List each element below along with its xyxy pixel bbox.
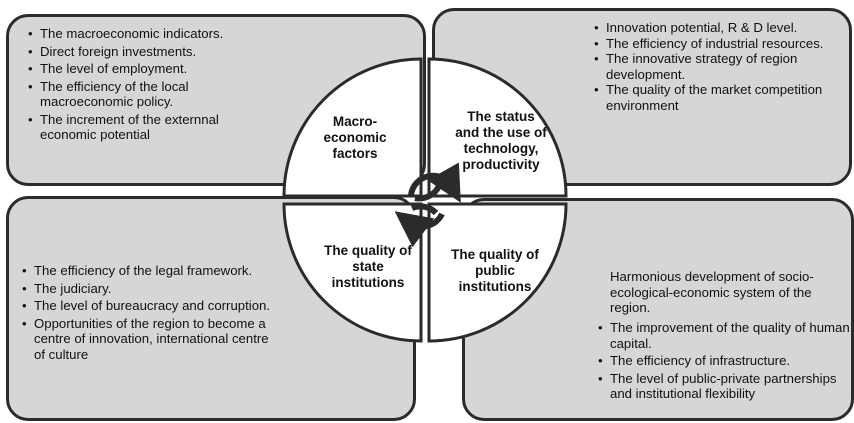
list-item: Opportunities of the region to become a … — [20, 316, 282, 363]
list-item: The macroeconomic indicators. — [26, 26, 276, 42]
list-item: The efficiency of the legal framework. — [20, 263, 282, 279]
quadrant-top-left — [282, 57, 423, 198]
list-item: The level of bureaucracy and corruption. — [20, 298, 282, 314]
quadrant-bottom-left — [282, 202, 423, 343]
list-item: The level of employment. — [26, 61, 276, 77]
list-item: The efficiency of industrial resources. — [592, 36, 847, 52]
list-item: The improvement of the quality of human … — [596, 320, 851, 351]
list-public-institutions: The improvement of the quality of human … — [596, 320, 851, 404]
list-item: The efficiency of infrastructure. — [596, 353, 851, 369]
list-item: The innovative strategy of region develo… — [592, 51, 847, 82]
quadrant-label-macroeconomic: Macro- economic factors — [323, 114, 387, 161]
list-item: The judiciary. — [20, 281, 282, 297]
intro-text-public-institutions: Harmonious development of socio-ecologic… — [610, 269, 814, 315]
cycle-arrows-icon — [394, 162, 461, 248]
list-technology: Innovation potential, R & D level. The e… — [592, 20, 847, 113]
list-item: Innovation potential, R & D level. — [592, 20, 847, 36]
list-macroeconomic: The macroeconomic indicators. Direct for… — [26, 26, 276, 145]
quadrant-bottom-right — [427, 202, 568, 343]
list-state-institutions: The efficiency of the legal framework. T… — [20, 263, 282, 364]
quadrant-top-right — [427, 57, 568, 198]
list-item: The efficiency of the local macroeconomi… — [26, 79, 276, 110]
list-item: The level of public-private partnerships… — [596, 371, 851, 402]
quadrant-label-public-institutions: The quality of public institutions — [451, 247, 539, 294]
quadrant-label-technology: The status and the use of technology, pr… — [455, 109, 547, 172]
list-item: The increment of the externnal economic … — [26, 112, 276, 143]
quadrant-label-state-institutions: The quality of state institutions — [324, 243, 412, 290]
list-item: Direct foreign investments. — [26, 44, 276, 60]
list-item: The quality of the market competition en… — [592, 82, 847, 113]
